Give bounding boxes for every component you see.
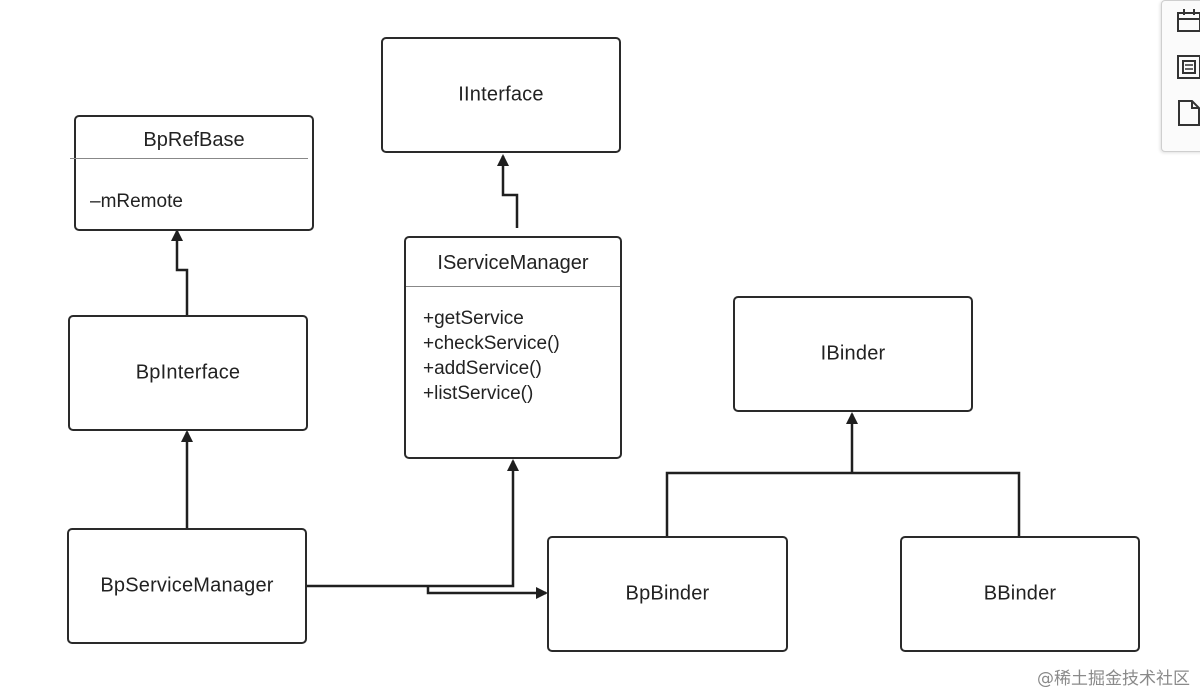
node-bprefbase[interactable]: BpRefBase –mRemote [70,115,314,231]
member-mremote: –mRemote [90,191,183,212]
member-checkservice: +checkService() [423,333,560,354]
node-ibinder-label: IBinder [820,342,886,365]
node-bbinder[interactable]: BBinder [900,536,1140,652]
node-iinterface[interactable]: IInterface [381,37,621,153]
node-bpinterface[interactable]: BpInterface [68,315,308,431]
edge-iservicemanager-to-iinterface [497,154,519,228]
edge-bpservicemanager-to-iservicemanager [307,459,519,588]
node-bpservicemanager[interactable]: BpServiceManager [67,528,307,644]
member-addservice: +addService() [423,358,542,379]
node-bprefbase-label: BpRefBase [143,129,245,151]
node-bpbinder[interactable]: BpBinder [547,536,788,652]
node-bprefbase-members: –mRemote [90,189,183,214]
node-iservicemanager-label: IServiceManager [437,252,589,274]
node-bbinder-label: BBinder [983,582,1057,605]
node-bpinterface-label: BpInterface [135,361,241,384]
node-iinterface-label: IInterface [458,83,544,106]
node-iservicemanager-divider [406,286,620,287]
node-ibinder[interactable]: IBinder [733,296,973,412]
member-getservice: +getService [423,308,524,329]
side-toolbar [1161,0,1200,152]
member-listservice: +listService() [423,383,534,404]
edge-bbinder-to-ibinder [852,471,1021,536]
node-bprefbase-divider [70,158,308,159]
node-bpservicemanager-label: BpServiceManager [100,574,274,597]
calendar-icon[interactable] [1176,7,1200,35]
watermark: @稀土掘金技术社区 [1037,669,1190,689]
edge-bpinterface-to-bprefbase [171,229,189,315]
edge-bpbinder-to-ibinder [665,471,852,536]
node-iservicemanager-members: +getService +checkService() +addService(… [423,306,560,406]
edge-bpservicemanager-to-bpbinder [426,586,548,599]
layout-icon[interactable] [1176,53,1200,81]
document-icon[interactable] [1176,99,1200,127]
node-bpbinder-label: BpBinder [625,582,710,605]
node-iservicemanager[interactable]: IServiceManager +getService +checkServic… [404,236,622,459]
